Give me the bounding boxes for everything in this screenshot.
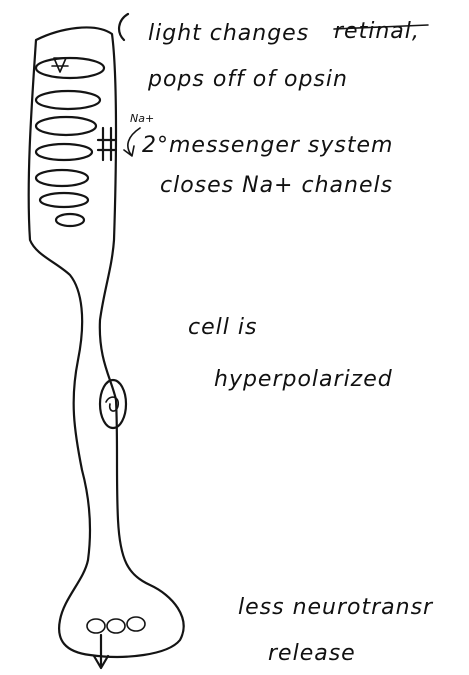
rod-cell-outline xyxy=(29,27,184,656)
synaptic-vesicles xyxy=(87,617,145,633)
na-channel-symbol xyxy=(98,128,116,160)
disk-1 xyxy=(36,58,104,78)
disk-3 xyxy=(36,117,96,135)
cell-text-line1: cell is xyxy=(188,315,257,340)
release-text-line2: release xyxy=(268,641,356,666)
disk-4 xyxy=(36,144,92,160)
second-messenger-line2: closes Na+ chanels xyxy=(160,173,393,198)
disk-5 xyxy=(36,170,88,186)
disk-7 xyxy=(56,214,84,226)
cell-text-line2: hyperpolarized xyxy=(214,367,393,392)
light-text-line2: pops off of opsin xyxy=(147,67,348,92)
outer-segment-disks xyxy=(36,58,104,226)
light-bracket xyxy=(119,14,128,40)
disk-2 xyxy=(36,91,100,109)
release-text-line1: less neurotransr xyxy=(238,595,434,620)
light-text-line1: light changes xyxy=(148,21,309,46)
na-label: Na+ xyxy=(130,112,154,125)
light-text-crossed: retinal, xyxy=(334,19,420,44)
second-messenger-arrow xyxy=(124,128,140,156)
disk-6 xyxy=(40,193,88,207)
opsin-mark xyxy=(52,58,68,72)
release-arrow xyxy=(94,635,108,668)
second-messenger-line1: 2°messenger system xyxy=(142,133,393,158)
